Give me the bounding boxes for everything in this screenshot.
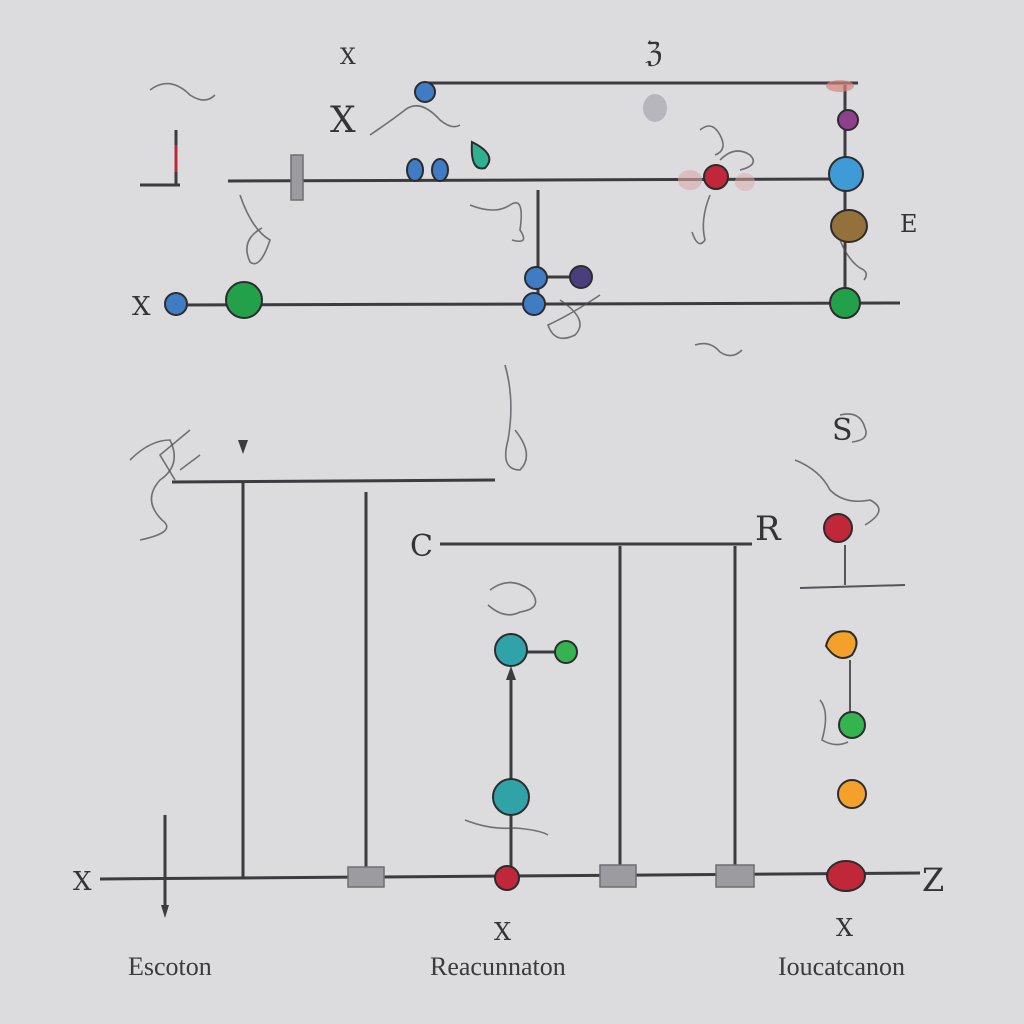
scribble — [158, 429, 201, 481]
scribble — [469, 202, 525, 243]
label-z-right: Z — [922, 861, 944, 899]
node-circle-blue-top — [414, 81, 436, 103]
node-circle-red-upper — [703, 164, 729, 190]
scribble — [839, 239, 868, 281]
node-circle-purple — [569, 265, 593, 289]
node-circle-brown — [830, 209, 868, 243]
node-blue-small-2 — [431, 158, 449, 182]
node-circle-green-left — [225, 281, 263, 319]
node-blue-small-1 — [406, 158, 424, 182]
faint-node — [826, 80, 854, 92]
scribble — [547, 294, 601, 340]
node-circle-red-right-upper — [823, 513, 853, 543]
label-c-left: C — [410, 529, 433, 564]
faint-node — [735, 173, 755, 191]
scribble — [699, 125, 724, 156]
down-arrow-icon — [238, 440, 248, 454]
node-circle-red-bottom — [494, 865, 520, 891]
node-orange-drop — [824, 630, 858, 659]
scribble — [487, 581, 537, 616]
label-x-bottom-right: X — [836, 914, 853, 942]
label-r-mid: R — [755, 509, 782, 549]
scribble — [794, 459, 880, 526]
down-arrow-icon — [161, 905, 169, 918]
label-x-top: X — [340, 45, 356, 70]
scribble — [719, 150, 755, 171]
label-x-left: X — [330, 100, 356, 141]
node-circle-green-small — [554, 640, 578, 664]
label-right-e: E — [900, 210, 918, 238]
junction-block-2 — [599, 864, 637, 888]
node-circle-blue-left — [164, 292, 188, 316]
scribble — [464, 819, 549, 836]
scribble — [819, 699, 849, 746]
label-bottom-mid: Reacunnaton — [430, 952, 566, 981]
node-circle-blue-center-1 — [524, 266, 548, 290]
scribble — [149, 82, 216, 101]
scribble — [839, 413, 867, 443]
scribble — [694, 342, 743, 357]
label-x-axis-left: X — [73, 867, 92, 897]
scribble — [504, 364, 528, 471]
node-circle-teal-1 — [494, 633, 528, 667]
up-arrow-icon — [506, 666, 516, 680]
label-top-glyph: ℨ — [645, 36, 662, 69]
node-circle-blue-center-2 — [522, 292, 546, 316]
node-teal-drop — [470, 140, 491, 170]
scribble — [129, 439, 176, 541]
node-circle-red-bottom-right — [826, 860, 866, 892]
scribble — [369, 104, 461, 136]
node-circle-green-right-lower — [838, 711, 866, 739]
junction-block-top — [290, 154, 304, 201]
label-x-left-mid: X — [132, 292, 151, 322]
node-circle-teal-2 — [492, 778, 530, 816]
node-circle-orange — [837, 779, 867, 809]
node-circle-violet — [837, 109, 859, 131]
scribble — [239, 194, 271, 265]
scribble — [691, 194, 711, 245]
label-bottom-left: Escoton — [128, 952, 212, 981]
faint-node — [643, 94, 667, 122]
faint-node — [678, 170, 702, 190]
label-x-bottom-mid: X — [494, 918, 511, 946]
junction-block-1 — [347, 866, 385, 888]
label-s-curve: S — [832, 413, 853, 448]
mid-left-bus — [171, 478, 496, 484]
label-bottom-right: Ioucatcanon — [778, 952, 905, 981]
junction-block-3 — [715, 864, 755, 888]
node-circle-green-right — [829, 287, 861, 319]
right-shelf — [799, 584, 906, 589]
node-circle-blue-right — [828, 156, 864, 192]
upper-bus — [227, 177, 836, 183]
